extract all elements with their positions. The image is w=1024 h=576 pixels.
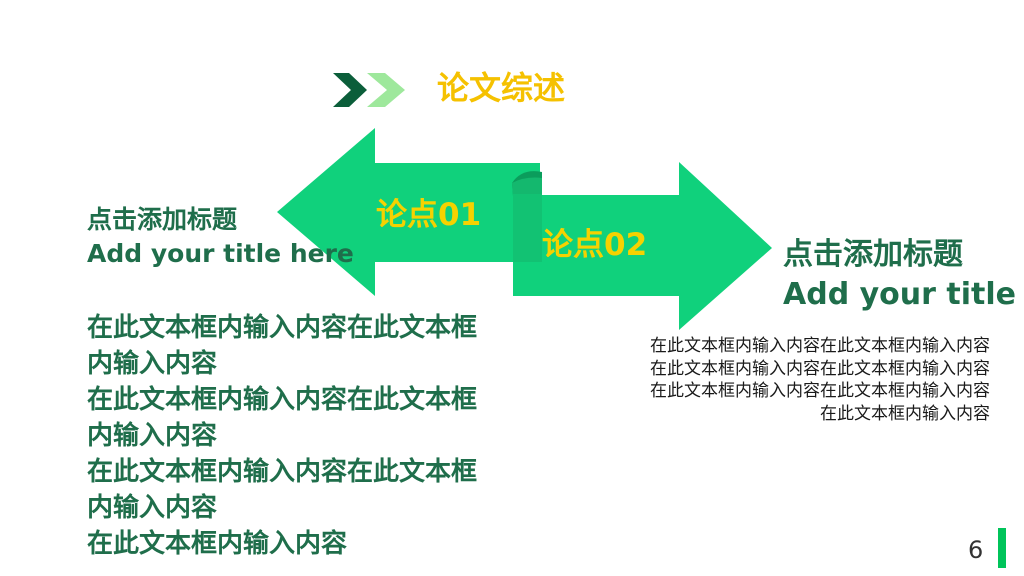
left-body-line: 在此文本框内输入内容 (87, 529, 348, 559)
right-body-line: 在此文本框内输入内容在此文本框内输入内容 (650, 358, 990, 379)
left-body-line: 内输入内容 (87, 493, 218, 523)
right-body-line: 在此文本框内输入内容在此文本框内输入内容 (650, 381, 990, 401)
page-accent-bar (998, 528, 1006, 568)
point2-label: 论点02 (542, 227, 648, 263)
right-heading-cn: 点击添加标题 (783, 237, 963, 272)
right-body-line: 在此文本框内输入内容 (820, 403, 990, 424)
left-heading: 点击添加标题 Add your title here (87, 203, 354, 271)
slide-title: 论文综述 (437, 69, 566, 107)
left-heading-cn: 点击添加标题 (87, 205, 238, 234)
right-heading: 点击添加标题 Add your title here (783, 235, 1024, 315)
left-body-text: 在此文本框内输入内容在此文本框 内输入内容 在此文本框内输入内容在此文本框 内输… (87, 310, 547, 562)
left-body-line: 内输入内容 (87, 421, 218, 451)
left-arrow-shape (277, 128, 540, 296)
right-body-text: 在此文本框内输入内容在此文本框内输入内容 在此文本框内输入内容在此文本框内输入内… (650, 335, 990, 425)
ribbon-fold-highlight (512, 177, 542, 196)
left-body-line: 在此文本框内输入内容在此文本框 (87, 457, 478, 487)
page-number: 6 (968, 536, 984, 564)
left-body-line: 内输入内容 (87, 349, 218, 379)
right-heading-en: Add your title here (783, 277, 1024, 312)
left-body-line: 在此文本框内输入内容在此文本框 (87, 385, 478, 415)
ribbon-join (513, 194, 542, 262)
chevron-dark-icon (333, 73, 367, 107)
right-arrow-shape (513, 162, 772, 330)
point1-label: 论点01 (376, 197, 482, 233)
left-body-line: 在此文本框内输入内容在此文本框 (87, 313, 478, 343)
left-heading-en: Add your title here (87, 239, 354, 268)
right-body-line: 在此文本框内输入内容在此文本框内输入内容 (650, 336, 990, 356)
chevron-light-icon (367, 73, 405, 107)
